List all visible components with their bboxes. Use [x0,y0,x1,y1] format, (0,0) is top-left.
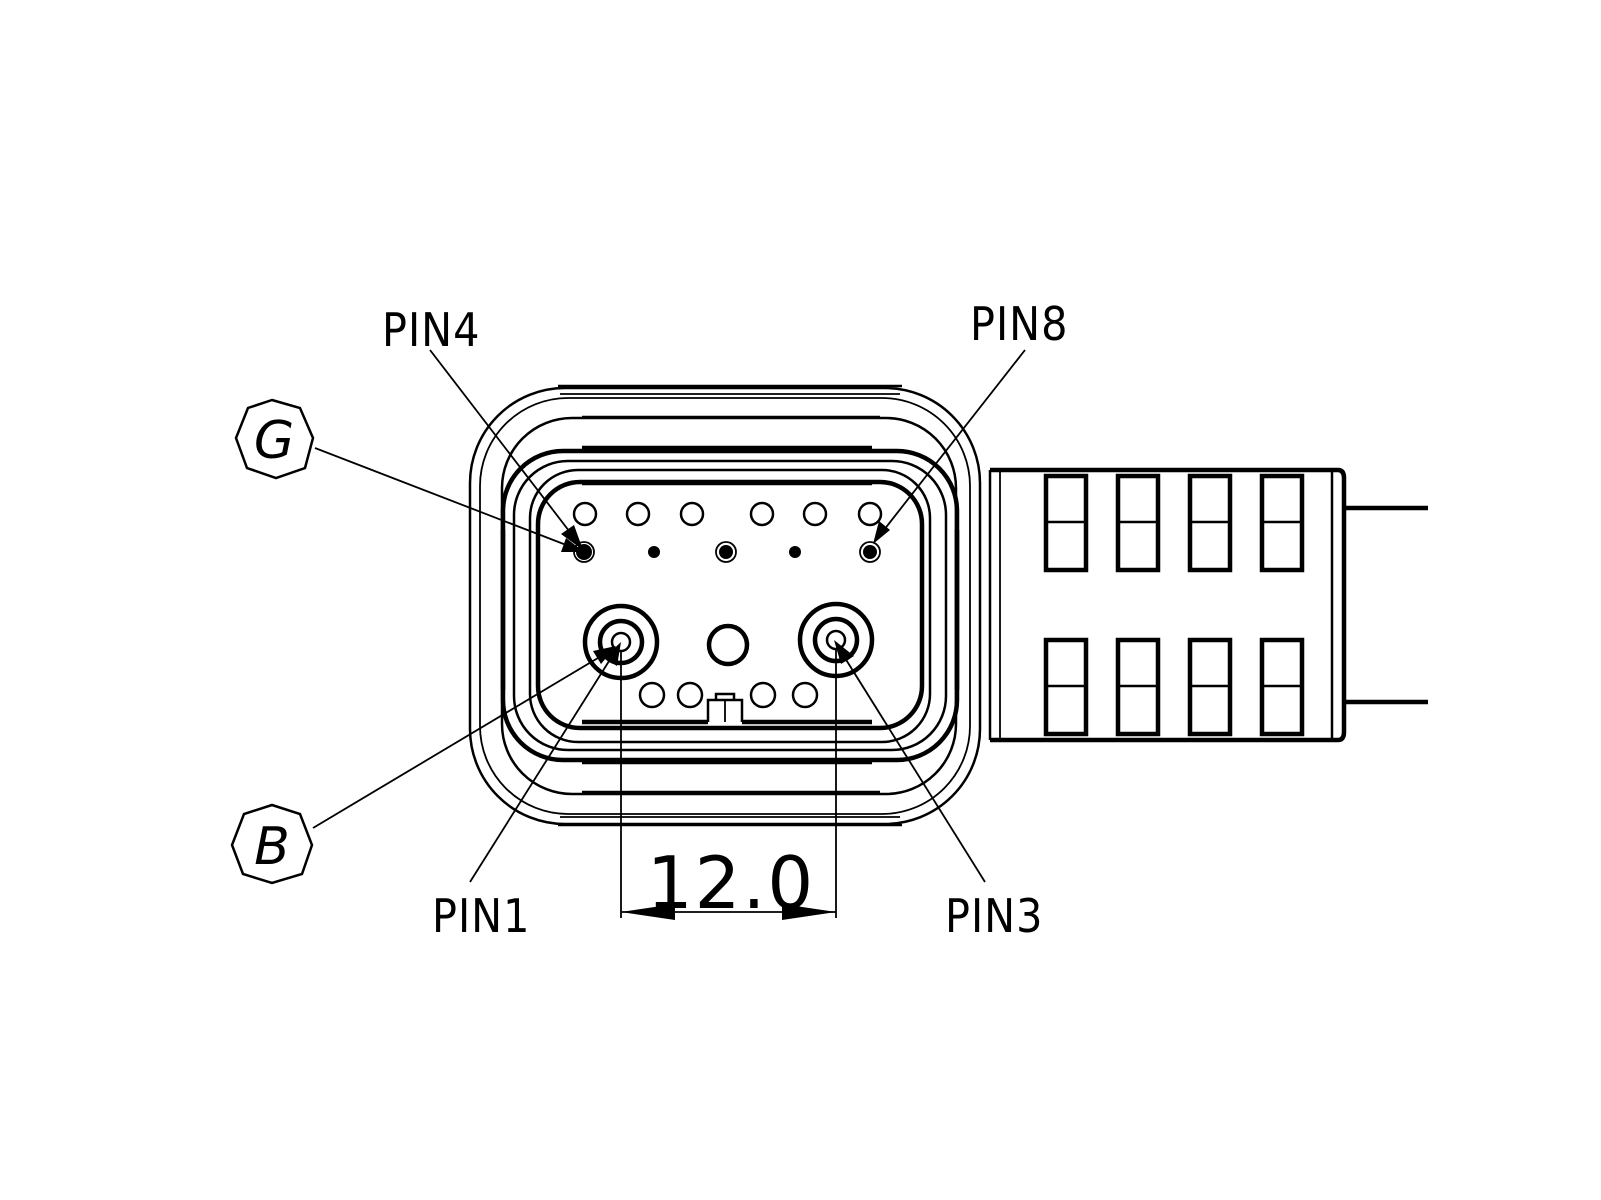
balloon-g: G [234,398,315,480]
small-cavities-top [572,501,883,527]
label-pin3: PIN3 [945,889,1043,943]
power-pins [582,601,875,681]
cable-boot [988,467,1347,743]
balloon-b: B [230,803,314,885]
balloon-g-letter: G [254,411,294,471]
balloon-b-letter: B [254,817,290,877]
boot-ribs [1043,473,1305,737]
connector-face [500,445,960,765]
small-cavities-bottom [638,681,819,709]
leader-lines [312,349,1026,883]
label-pin8: PIN8 [970,297,1068,351]
housing-outline [468,384,982,827]
dimension-value: 12.0 [647,841,815,925]
signal-pins [573,541,881,563]
label-pin1: PIN1 [432,889,530,943]
dimension-12: 12.0 [620,650,837,925]
label-pin4: PIN4 [382,303,480,357]
cable-wires [1344,505,1428,705]
